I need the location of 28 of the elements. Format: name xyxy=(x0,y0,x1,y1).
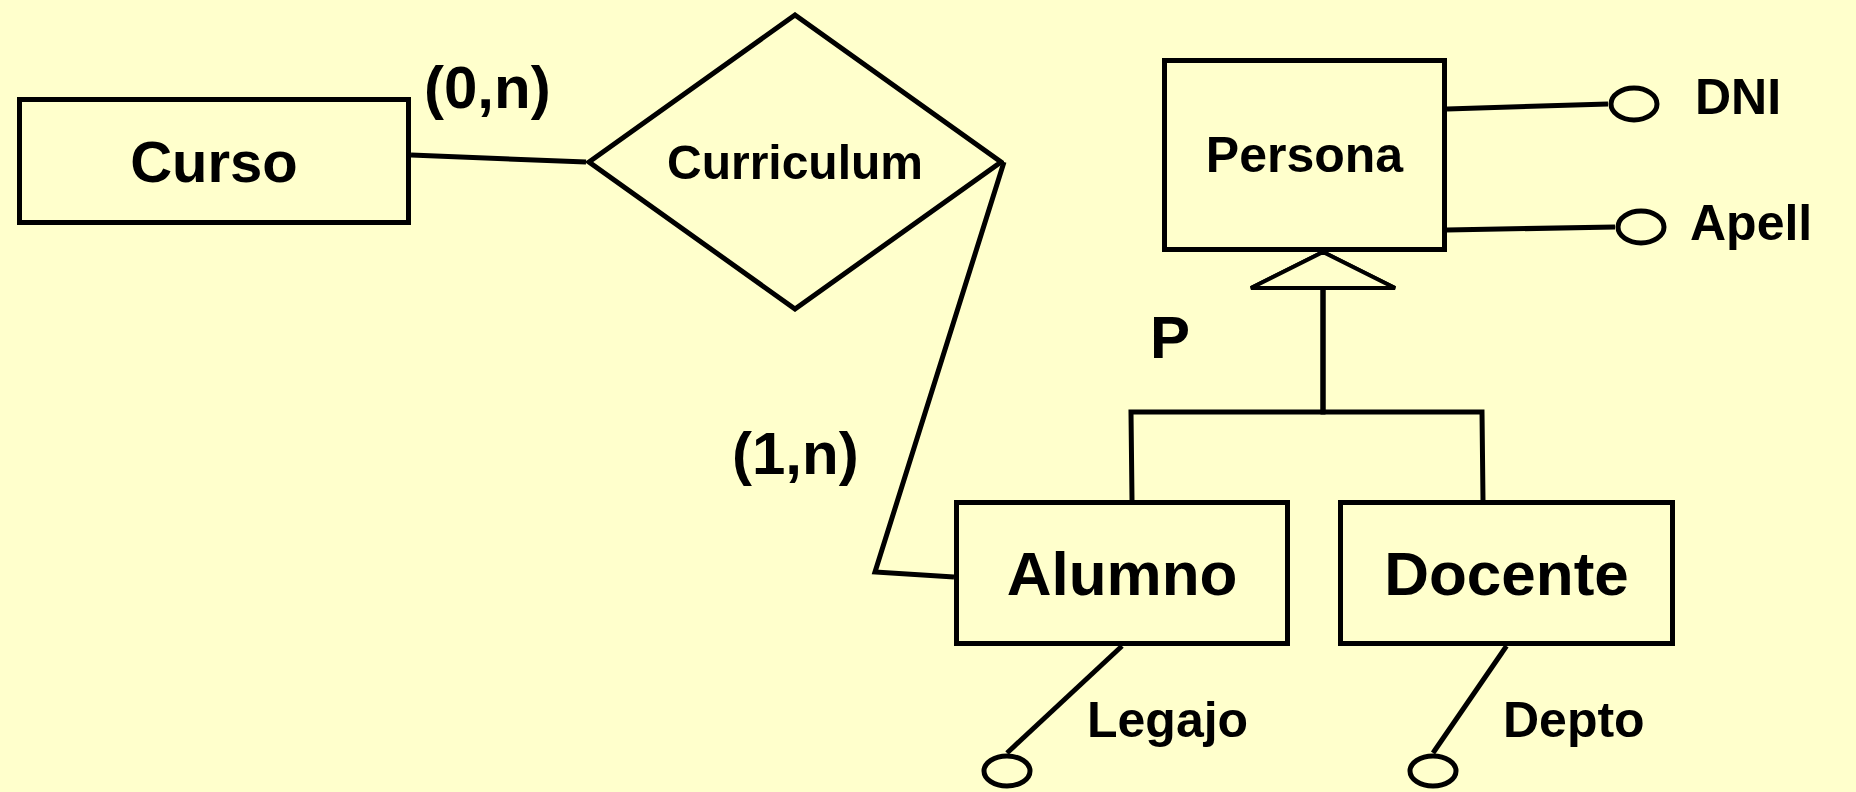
entity-name: Persona xyxy=(1205,126,1404,184)
attribute-name: Apell xyxy=(1690,198,1813,248)
entity-name: Alumno xyxy=(1006,537,1238,609)
attribute-circle xyxy=(1407,753,1459,789)
generalization-arrow xyxy=(1249,250,1486,501)
relationship-name: Curriculum xyxy=(667,134,923,190)
specialization-label: P xyxy=(1150,308,1191,368)
relationship-diamond xyxy=(586,12,1004,312)
entity-box xyxy=(1338,500,1675,646)
entity-name: Curso xyxy=(130,127,298,195)
entity-box xyxy=(17,97,411,225)
cardinality-label: (0,n) xyxy=(424,58,551,118)
attribute-name: Legajo xyxy=(1087,695,1249,745)
connector-line xyxy=(1446,224,1616,233)
attribute-circle xyxy=(1615,208,1667,246)
attribute-name: Depto xyxy=(1503,695,1645,745)
connector-line xyxy=(1430,644,1509,755)
connector-line xyxy=(871,161,1007,580)
attribute-circle xyxy=(1608,85,1660,123)
entity-name: Docente xyxy=(1384,537,1629,609)
connector-line xyxy=(1446,101,1609,112)
attribute-circle xyxy=(981,753,1033,789)
attribute-name: DNI xyxy=(1695,72,1782,122)
cardinality-label: (1,n) xyxy=(732,424,859,484)
connector-line xyxy=(1005,644,1124,755)
connector-line xyxy=(410,152,587,165)
entity-box xyxy=(954,500,1290,646)
entity-box xyxy=(1162,58,1447,252)
